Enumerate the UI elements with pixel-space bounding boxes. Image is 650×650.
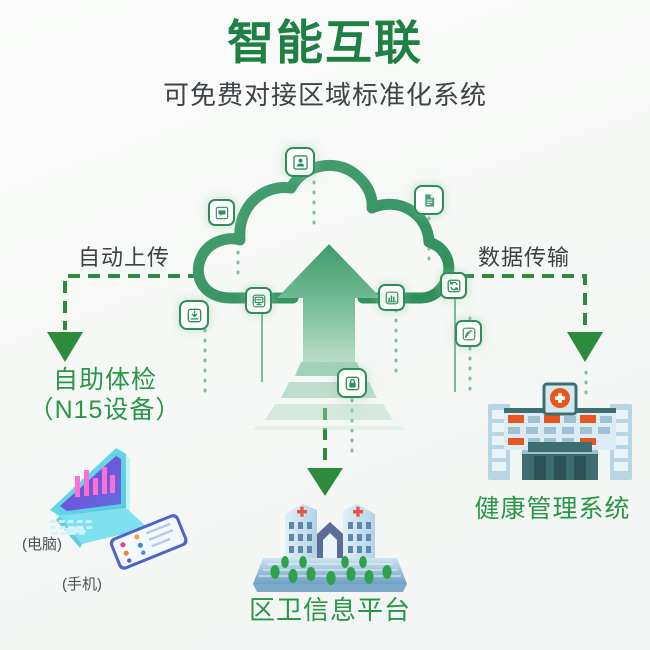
center-connector [307,408,343,496]
bar-chart-icon [378,284,405,311]
laptop-and-phone-illustration [12,440,202,610]
medical-cross-icon [555,393,565,403]
upload-arrow [277,244,381,362]
device-label-mobile: (手机) [62,576,102,593]
node-left-line1: 自助体检 [52,366,157,394]
trees [270,556,392,585]
left-arrow-head [47,332,83,362]
message-icon [208,199,235,226]
left-connector [47,274,200,362]
page-title: 智能互联 [227,16,423,69]
right-arrow-head [567,332,603,362]
medical-cross-icon [297,506,363,517]
flow-label-right: 数据传输 [478,245,571,270]
node-left-line2: （N15设备） [28,395,182,424]
node-caption-right: 健康管理系统 [474,495,631,523]
sync-icon [440,272,467,299]
document-icon [414,185,444,215]
laptop-icon [49,448,148,548]
device-label-pc: (电脑) [22,536,62,553]
header: 智能互联 可免费对接区域标准化系统 [0,0,650,109]
lock-icon [337,368,367,398]
page-subtitle: 可免费对接区域标准化系统 [162,79,487,110]
platform-steps [241,362,417,442]
phone-icon [109,514,188,570]
flow-label-left: 自动上传 [78,245,171,270]
regional-platform-building-illustration [245,492,415,602]
download-icon [179,300,209,330]
cloud-graphic [179,140,482,442]
node-caption-center: 区卫信息平台 [248,595,411,625]
health-management-building-illustration [482,378,638,490]
center-arrow-head [307,468,343,496]
node-caption-left: 自助体检 （N15设备） [10,366,200,425]
user-icon [285,147,315,177]
wifi-signal-icon [455,320,482,347]
monitor-icon [245,287,272,314]
right-connector [462,274,603,362]
